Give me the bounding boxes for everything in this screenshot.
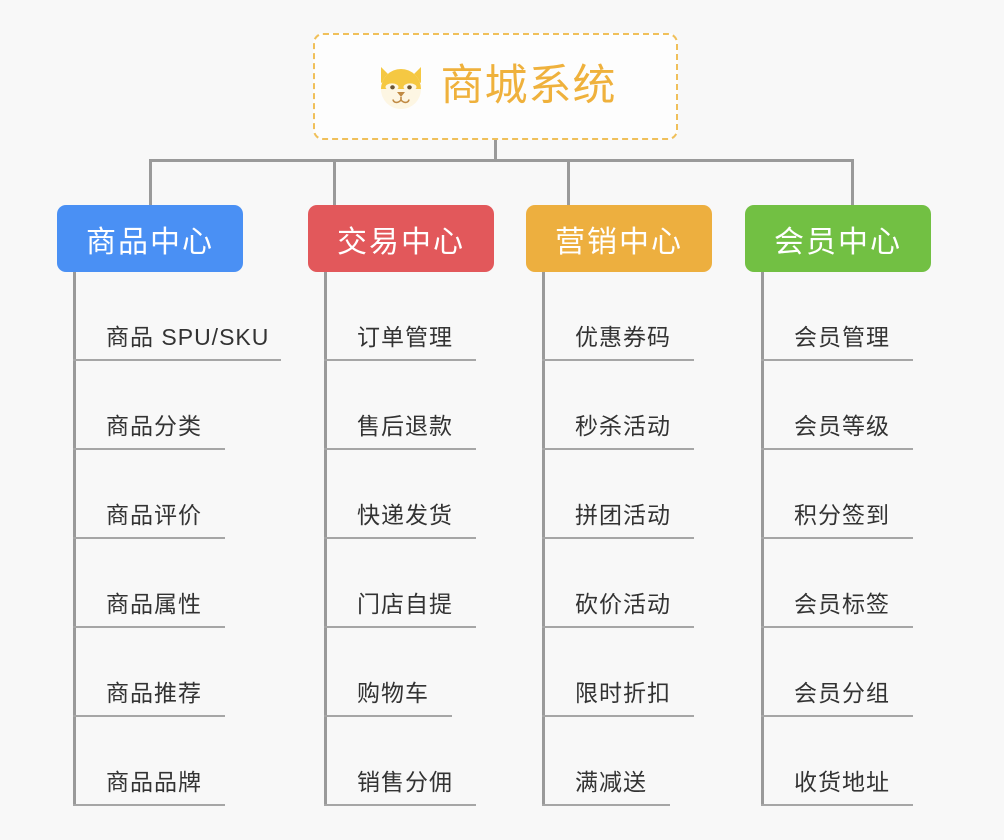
list-item[interactable]: 商品分类 (73, 361, 303, 450)
leaf-label: 拼团活动 (575, 502, 671, 528)
root-node[interactable]: 商城系统 (313, 33, 678, 140)
leaf-label: 商品属性 (106, 591, 202, 617)
leaf-rule (73, 537, 225, 539)
leaf-rule (542, 626, 694, 628)
list-item[interactable]: 会员标签 (761, 539, 991, 628)
category-drop-connector-3 (567, 159, 570, 206)
leaf-rule (324, 448, 476, 450)
leaf-label: 优惠券码 (575, 324, 671, 350)
leaf-rule (73, 715, 225, 717)
leaf-rule (73, 804, 225, 806)
category-drop-connector-1 (149, 159, 152, 206)
leaf-rule (73, 626, 225, 628)
root-title: 商城系统 (440, 62, 617, 110)
column-spine-3 (542, 272, 545, 806)
category-drop-connector-4 (851, 159, 854, 206)
category-bus-connector (150, 159, 853, 162)
leaf-rule (73, 448, 225, 450)
list-item[interactable]: 商品推荐 (73, 628, 303, 717)
leaf-rule (542, 804, 670, 806)
list-item[interactable]: 商品 SPU/SKU (73, 272, 303, 361)
leaf-rule (324, 626, 476, 628)
shiba-dog-face-icon (375, 63, 427, 111)
leaf-label: 砍价活动 (575, 591, 671, 617)
leaf-label: 商品 SPU/SKU (106, 324, 270, 350)
list-item[interactable]: 商品品牌 (73, 717, 303, 806)
list-item[interactable]: 满减送 (542, 717, 772, 806)
category-title: 会员中心 (774, 225, 902, 259)
leaf-list-4: 会员管理 会员等级 积分签到 会员标签 会员分组 收货地址 (761, 272, 991, 806)
leaf-rule (73, 359, 281, 361)
leaf-rule (761, 359, 913, 361)
list-item[interactable]: 商品评价 (73, 450, 303, 539)
category-header-4[interactable]: 会员中心 (745, 205, 931, 272)
leaf-rule (761, 804, 913, 806)
leaf-label: 秒杀活动 (575, 413, 671, 439)
leaf-label: 商品推荐 (106, 680, 202, 706)
list-item[interactable]: 收货地址 (761, 717, 991, 806)
list-item[interactable]: 秒杀活动 (542, 361, 772, 450)
list-item[interactable]: 商品属性 (73, 539, 303, 628)
category-title: 交易中心 (337, 225, 465, 259)
leaf-label: 购物车 (357, 680, 429, 706)
leaf-label: 收货地址 (794, 769, 890, 795)
leaf-rule (761, 715, 913, 717)
column-spine-4 (761, 272, 764, 806)
leaf-rule (324, 537, 476, 539)
leaf-list-2: 订单管理 售后退款 快递发货 门店自提 购物车 销售分佣 (324, 272, 554, 806)
leaf-label: 商品分类 (106, 413, 202, 439)
leaf-label: 会员等级 (794, 413, 890, 439)
list-item[interactable]: 快递发货 (324, 450, 554, 539)
list-item[interactable]: 购物车 (324, 628, 554, 717)
leaf-rule (542, 537, 694, 539)
leaf-rule (324, 715, 452, 717)
list-item[interactable]: 会员管理 (761, 272, 991, 361)
category-title: 营销中心 (555, 225, 683, 259)
list-item[interactable]: 限时折扣 (542, 628, 772, 717)
leaf-rule (761, 537, 913, 539)
category-header-3[interactable]: 营销中心 (526, 205, 712, 272)
list-item[interactable]: 优惠券码 (542, 272, 772, 361)
leaf-label: 订单管理 (357, 324, 453, 350)
leaf-list-3: 优惠券码 秒杀活动 拼团活动 砍价活动 限时折扣 满减送 (542, 272, 772, 806)
leaf-label: 会员分组 (794, 680, 890, 706)
leaf-label: 商品品牌 (106, 769, 202, 795)
root-trunk-connector (494, 140, 497, 162)
leaf-label: 限时折扣 (575, 680, 671, 706)
leaf-rule (542, 448, 694, 450)
column-spine-2 (324, 272, 327, 806)
category-title: 商品中心 (86, 225, 214, 259)
leaf-label: 会员管理 (794, 324, 890, 350)
list-item[interactable]: 售后退款 (324, 361, 554, 450)
list-item[interactable]: 会员等级 (761, 361, 991, 450)
leaf-list-1: 商品 SPU/SKU 商品分类 商品评价 商品属性 商品推荐 商品品牌 (73, 272, 303, 806)
leaf-label: 积分签到 (794, 502, 890, 528)
category-drop-connector-2 (333, 159, 336, 206)
category-header-2[interactable]: 交易中心 (308, 205, 494, 272)
leaf-label: 销售分佣 (357, 769, 453, 795)
column-spine-1 (73, 272, 76, 806)
list-item[interactable]: 会员分组 (761, 628, 991, 717)
list-item[interactable]: 积分签到 (761, 450, 991, 539)
list-item[interactable]: 拼团活动 (542, 450, 772, 539)
leaf-label: 商品评价 (106, 502, 202, 528)
leaf-rule (542, 715, 694, 717)
leaf-label: 会员标签 (794, 591, 890, 617)
leaf-label: 售后退款 (357, 413, 453, 439)
category-header-1[interactable]: 商品中心 (57, 205, 243, 272)
leaf-rule (324, 359, 476, 361)
list-item[interactable]: 订单管理 (324, 272, 554, 361)
leaf-label: 门店自提 (357, 591, 453, 617)
leaf-label: 满减送 (575, 769, 647, 795)
list-item[interactable]: 砍价活动 (542, 539, 772, 628)
leaf-rule (324, 804, 476, 806)
leaf-rule (761, 448, 913, 450)
leaf-rule (542, 359, 694, 361)
list-item[interactable]: 销售分佣 (324, 717, 554, 806)
leaf-rule (761, 626, 913, 628)
leaf-label: 快递发货 (357, 502, 453, 528)
list-item[interactable]: 门店自提 (324, 539, 554, 628)
